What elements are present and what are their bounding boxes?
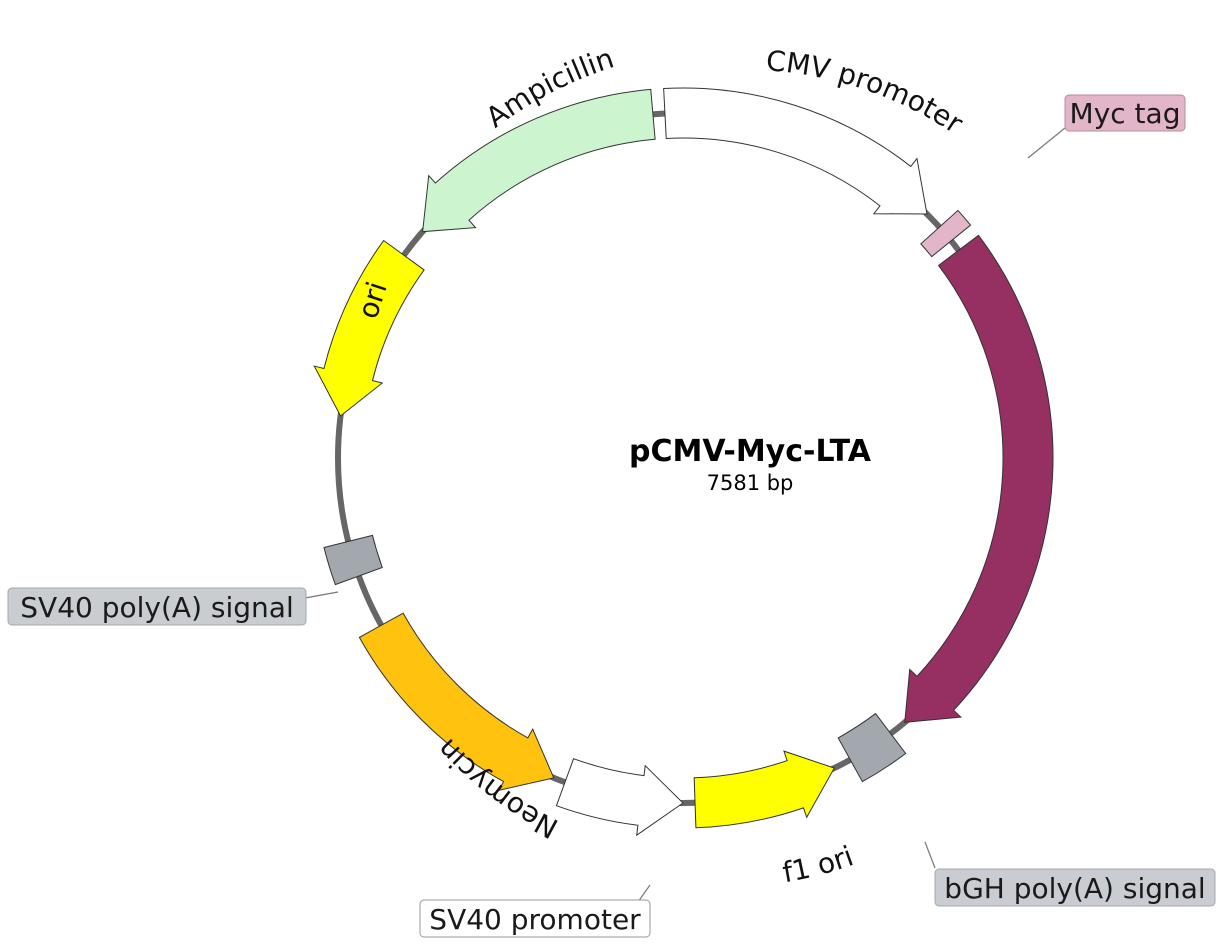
feature-f1-ori [693, 750, 835, 829]
callout-label-myc-tag: Myc tag [1070, 97, 1181, 130]
feature-ampicillin [422, 88, 656, 233]
callout-line-bgh [924, 841, 936, 869]
plasmid-name: pCMV-Myc-LTA [629, 434, 872, 469]
feature-large-t-antigen [904, 234, 1054, 723]
feature-sv40-polya-signal [323, 534, 383, 586]
callout-label-sv40-promoter: SV40 promoter [429, 903, 641, 936]
callout-box-bgh-polya [934, 868, 1216, 907]
callout-label-bgh-polya: bGH poly(A) signal [944, 872, 1205, 905]
feature-label-f1-ori-path: f1 ori [780, 839, 857, 889]
feature-layer [313, 87, 1054, 837]
feature-label-large-t-antigen: large T antigen [1119, 383, 1178, 598]
feature-label-f1-ori: f1 ori [780, 839, 857, 889]
callout-line-sv40-promoter [637, 884, 651, 903]
callout-line-sv40-polya [304, 591, 339, 599]
feature-myc-tag [920, 209, 972, 258]
callout-label-sv40-polya: SV40 poly(A) signal [20, 591, 293, 624]
callout-box-sv40-promoter [419, 899, 651, 938]
feature-ori [313, 239, 425, 417]
plasmid-size: 7581 bp [707, 471, 794, 495]
callout-line-myc-tag [1027, 127, 1066, 159]
feature-cmv-promoter [663, 87, 928, 215]
feature-bgh-polya-signal [837, 712, 907, 783]
feature-sv40-promoter [555, 758, 684, 837]
feature-neomycin [358, 612, 555, 792]
callout-box-sv40-polya [7, 587, 307, 626]
callout-box-myc-tag [1064, 94, 1186, 132]
